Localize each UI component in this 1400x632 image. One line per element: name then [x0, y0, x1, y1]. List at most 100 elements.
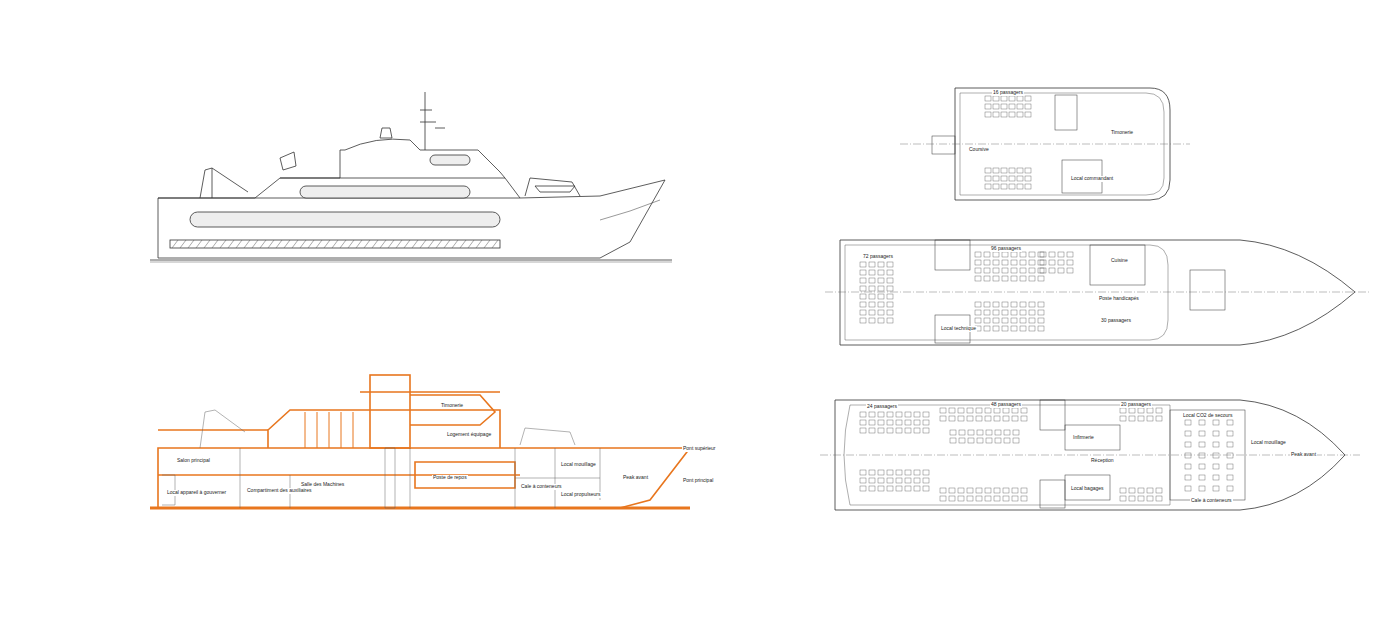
seat-symbol — [1227, 464, 1233, 469]
seat-symbol — [1004, 430, 1010, 435]
seat-symbol — [1138, 488, 1144, 493]
seat-symbol — [869, 478, 875, 483]
seat-symbol — [993, 252, 999, 257]
seat-symbol — [1020, 326, 1026, 331]
seat-symbol — [967, 408, 973, 413]
room-label: Local appareil à gouverner — [166, 490, 227, 496]
seat-symbol — [1029, 318, 1035, 323]
seat-symbol — [984, 252, 990, 257]
hatch-line — [420, 240, 426, 248]
seat-symbol — [1038, 276, 1044, 281]
seat-symbol — [984, 310, 990, 315]
seat-symbol — [869, 428, 875, 433]
seat-symbol — [986, 430, 992, 435]
seat-symbol — [985, 176, 991, 181]
seat-symbol — [1129, 488, 1135, 493]
seat-symbol — [1017, 176, 1023, 181]
hatch-line — [356, 240, 362, 248]
seat-symbol — [869, 262, 875, 267]
seat-symbol — [1002, 302, 1008, 307]
seat-symbol — [993, 184, 999, 189]
hatch-line — [212, 240, 218, 248]
seat-symbol — [1025, 96, 1031, 101]
hatch-line — [268, 240, 274, 248]
seat-symbol — [1029, 268, 1035, 273]
seat-symbol — [905, 412, 911, 417]
seat-symbol — [993, 168, 999, 173]
seat-symbol — [975, 302, 981, 307]
hatch-line — [244, 240, 250, 248]
seat-symbol — [1147, 416, 1153, 421]
seat-symbol — [869, 470, 875, 475]
room-label: Compartiment des auxiliaires — [246, 488, 312, 494]
seat-symbol — [949, 488, 955, 493]
room-label: Cale à conteneurs — [1190, 498, 1233, 504]
seat-symbol — [1001, 112, 1007, 117]
seat-symbol — [887, 310, 893, 315]
room-label: Local commandant — [1070, 176, 1114, 182]
seat-symbol — [878, 486, 884, 491]
room-label: Local bagages — [1070, 486, 1105, 492]
seat-symbol — [878, 470, 884, 475]
seat-symbol — [1021, 496, 1027, 501]
seat-symbol — [878, 278, 884, 283]
seat-symbol — [923, 428, 929, 433]
center-lines — [820, 144, 1370, 455]
seat-symbol — [878, 428, 884, 433]
seat-symbol — [1185, 464, 1191, 469]
seat-symbol — [995, 430, 1001, 435]
seat-symbol — [1199, 442, 1205, 447]
seat-symbol — [923, 412, 929, 417]
seat-symbol — [1129, 408, 1135, 413]
seat-symbol — [1038, 268, 1044, 273]
seat-symbol — [1129, 496, 1135, 501]
seat-symbol — [1185, 431, 1191, 436]
seat-symbol — [1004, 438, 1010, 443]
seat-symbol — [975, 252, 981, 257]
seat-symbol — [950, 438, 956, 443]
seat-symbol — [1020, 276, 1026, 281]
seat-symbol — [1138, 408, 1144, 413]
seat-symbol — [1067, 252, 1073, 257]
seat-symbol — [869, 294, 875, 299]
seat-symbol — [860, 286, 866, 291]
seat-symbol — [869, 286, 875, 291]
seat-symbol — [878, 262, 884, 267]
seat-symbol — [1147, 408, 1153, 413]
seat-symbol — [1011, 310, 1017, 315]
seat-symbol — [1017, 112, 1023, 117]
seat-symbol — [869, 302, 875, 307]
seat-symbol — [1002, 276, 1008, 281]
section-outline — [158, 375, 690, 508]
seat-symbol — [1001, 184, 1007, 189]
seat-symbol — [887, 262, 893, 267]
seat-symbol — [985, 416, 991, 421]
hatch-line — [236, 240, 242, 248]
seat-symbol — [958, 496, 964, 501]
seat-symbol — [1011, 326, 1017, 331]
seat-symbol — [1185, 475, 1191, 480]
seat-symbol — [975, 260, 981, 265]
room-label: Timonerie — [440, 403, 464, 409]
seat-symbol — [1227, 486, 1233, 491]
seat-symbol — [958, 416, 964, 421]
seat-symbol — [887, 412, 893, 417]
seat-symbol — [1009, 184, 1015, 189]
seat-symbol — [896, 428, 902, 433]
seat-symbol — [1049, 260, 1055, 265]
seat-symbol — [993, 276, 999, 281]
seat-symbol — [975, 310, 981, 315]
hatch-line — [340, 240, 346, 248]
seat-symbol — [1029, 326, 1035, 331]
seat-symbol — [958, 408, 964, 413]
seat-symbol — [1025, 184, 1031, 189]
hatch-line — [436, 240, 442, 248]
window-mullion — [329, 412, 330, 448]
hatch-line — [172, 240, 178, 248]
seat-symbol — [1227, 453, 1233, 458]
seat-symbol — [1199, 475, 1205, 480]
seat-symbol — [1029, 302, 1035, 307]
seat-symbol — [1020, 310, 1026, 315]
seat-symbol — [878, 310, 884, 315]
